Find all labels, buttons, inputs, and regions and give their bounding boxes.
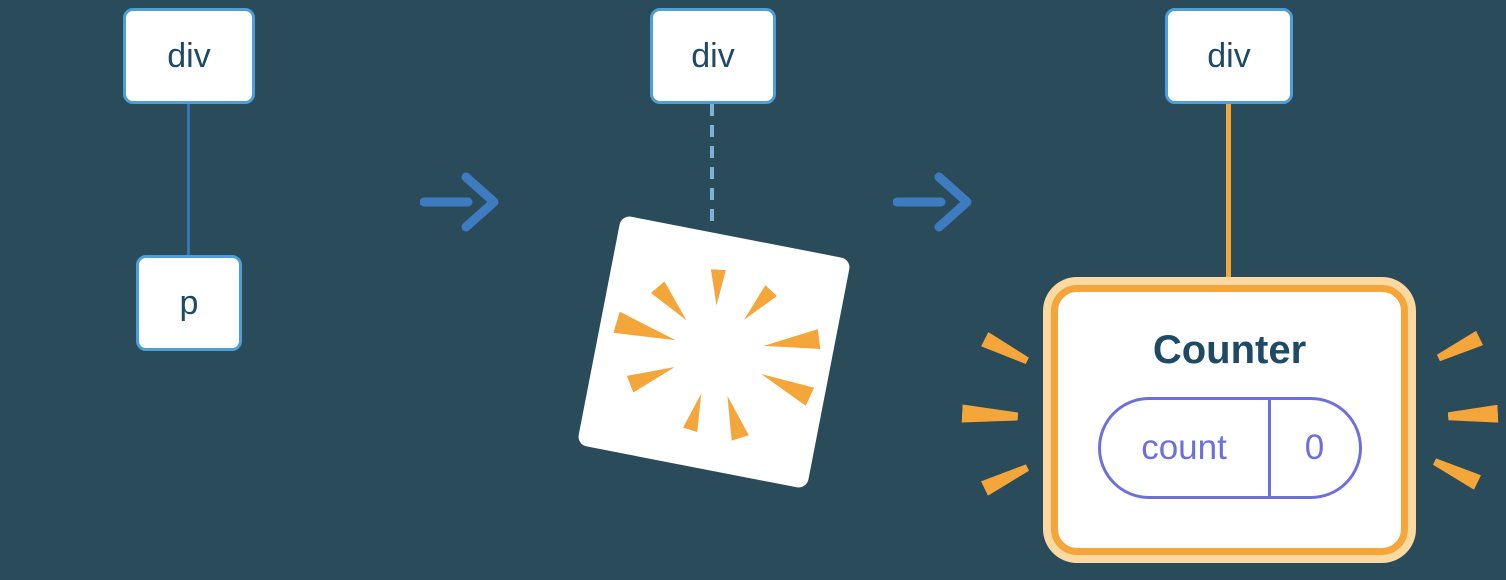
burst-ray [627,359,678,393]
counter-component-label: Counter [1152,328,1307,372]
arrow-right-icon [420,172,499,232]
burst-ray [757,365,814,406]
sparkle-icon [1448,405,1499,426]
arrow-right-icon [893,172,972,232]
counter-component-box: Counter count 0 [1051,285,1408,555]
burst-ray [683,391,708,432]
stage1-div-node: div [123,8,255,104]
stage3-div-label: div [1207,36,1251,75]
burst-ray [719,393,749,440]
sparkle-icon [962,405,1019,426]
edge-div-to-p [187,104,190,256]
stage1-div-label: div [167,36,211,75]
burst-ray [613,312,679,351]
burst-ray [762,329,820,356]
burst-ray [651,281,693,326]
stage1-p-node: p [136,255,242,351]
burst-ray [709,269,726,306]
state-pill: count 0 [1097,397,1362,499]
state-value: 0 [1304,428,1325,467]
poof-burst-icon [576,214,852,490]
sparkle-icon [1435,331,1483,366]
edge-dashed-div-to-removed [710,104,714,224]
sparkle-icon [1431,454,1481,489]
sparkle-icon [981,460,1031,495]
edge-div-to-counter [1226,104,1231,289]
burst-ray [738,285,777,325]
state-key: count [1101,400,1271,496]
stage2-div-node: div [650,8,776,104]
stage3-div-node: div [1165,8,1293,104]
stage2-div-label: div [691,36,735,75]
stage1-p-label: p [179,283,199,322]
sparkle-icon [981,332,1031,368]
